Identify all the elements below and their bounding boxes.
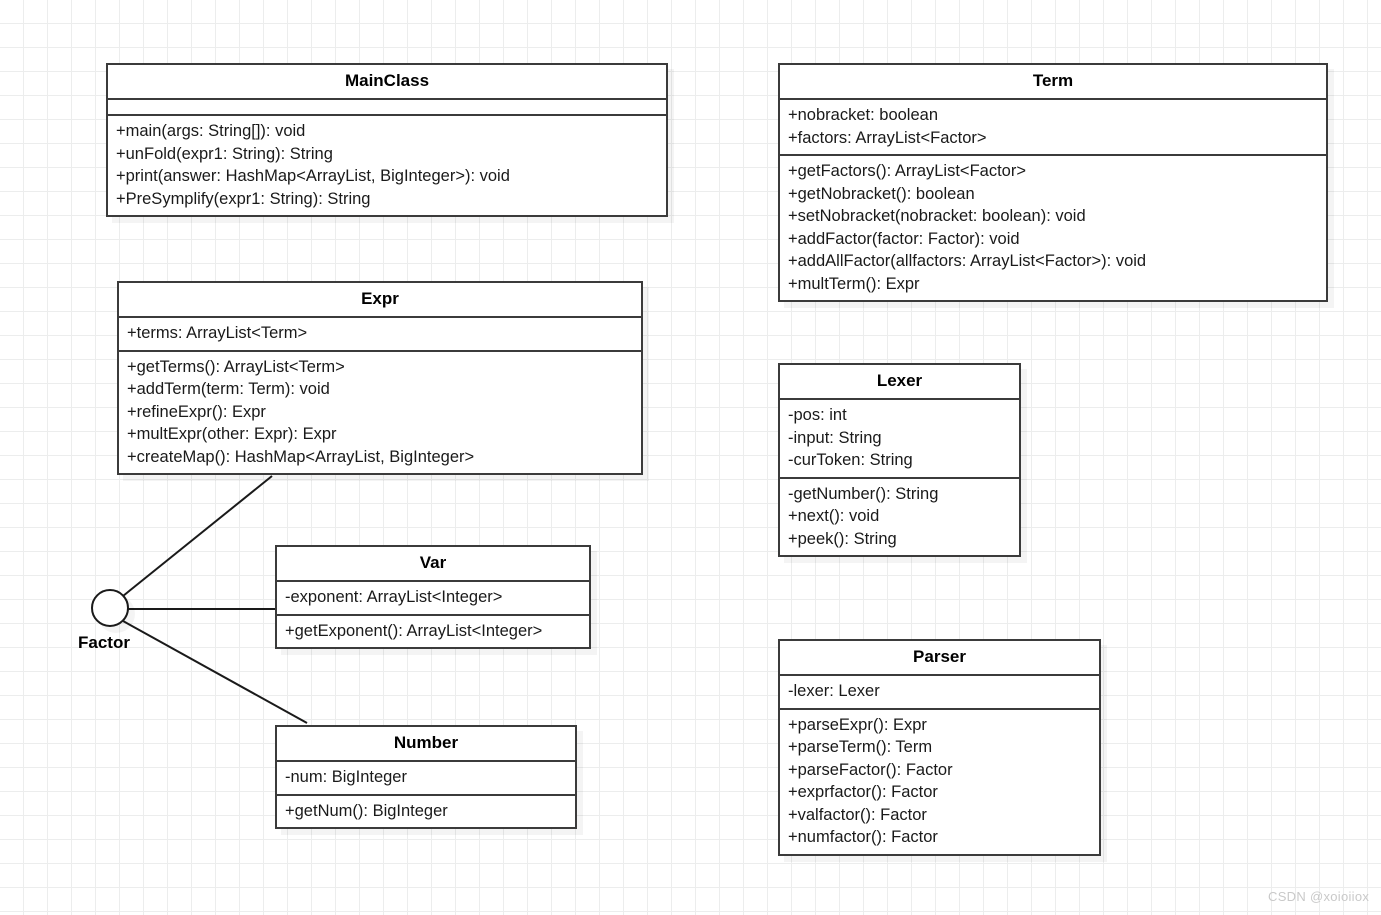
class-member: +peek(): String	[788, 529, 897, 548]
class-member: +valfactor(): Factor	[788, 805, 927, 824]
attributes-compartment-term: +nobracket: boolean +factors: ArrayList<…	[780, 98, 1326, 154]
class-member: +getNobracket(): boolean	[788, 184, 975, 203]
attributes-compartment-var: -exponent: ArrayList<Integer>	[277, 580, 589, 614]
class-member: +parseTerm(): Term	[788, 738, 933, 756]
class-title-parser: Parser	[913, 647, 966, 666]
watermark-text: CSDN @xoioiiox	[1268, 889, 1370, 904]
class-member: +PreSymplify(expr1: String): String	[116, 189, 371, 208]
methods-compartment-mainclass: +main(args: String[]): void +unFold(expr…	[108, 114, 666, 215]
uml-class-number[interactable]: Number -num: BigInteger +getNum(): BigIn…	[275, 725, 577, 829]
attributes-compartment-number: -num: BigInteger	[277, 760, 575, 794]
class-member: +parseExpr(): Expr	[788, 715, 927, 734]
class-member: -input: String	[788, 428, 882, 447]
class-title-var: Var	[419, 553, 447, 572]
class-member: +getTerms(): ArrayList<Term>	[127, 357, 345, 376]
class-member: -pos: int	[788, 406, 847, 424]
uml-class-expr[interactable]: Expr +terms: ArrayList<Term> +getTerms()…	[117, 281, 643, 475]
class-member: +main(args: String[]): void	[116, 122, 306, 140]
methods-compartment-term: +getFactors(): ArrayList<Factor> +getNob…	[780, 154, 1326, 300]
class-member: +setNobracket(nobracket: boolean): void	[788, 207, 1086, 225]
attributes-compartment-lexer: -pos: int -input: String -curToken: Stri…	[780, 398, 1019, 477]
uml-class-mainclass[interactable]: MainClass +main(args: String[]): void +u…	[106, 63, 668, 217]
methods-compartment-number: +getNum(): BigInteger	[277, 793, 575, 828]
methods-compartment-expr: +getTerms(): ArrayList<Term> +addTerm(te…	[119, 349, 641, 474]
class-title-term: Term	[1032, 71, 1074, 90]
class-title-number: Number	[393, 733, 459, 752]
uml-class-var[interactable]: Var -exponent: ArrayList<Integer> +getEx…	[275, 545, 591, 649]
class-member: +parseFactor(): Factor	[788, 760, 953, 779]
class-member: +multExpr(other: Expr): Expr	[127, 425, 337, 443]
class-member: +next(): void	[788, 507, 880, 525]
class-member: +getFactors(): ArrayList<Factor>	[788, 162, 1026, 180]
class-title-mainclass: MainClass	[344, 71, 430, 90]
class-member: +factors: ArrayList<Factor>	[788, 128, 987, 147]
interface-circle-factor[interactable]	[91, 589, 129, 627]
class-member: +print(answer: HashMap<ArrayList, BigInt…	[116, 167, 510, 185]
class-member: +exprfactor(): Factor	[788, 783, 938, 801]
class-member: +multTerm(): Expr	[788, 274, 920, 293]
uml-class-lexer[interactable]: Lexer -pos: int -input: String -curToken…	[778, 363, 1021, 557]
class-member: -exponent: ArrayList<Integer>	[285, 588, 503, 606]
uml-class-parser[interactable]: Parser -lexer: Lexer +parseExpr(): Expr …	[778, 639, 1101, 856]
methods-compartment-lexer: -getNumber(): String +next(): void +peek…	[780, 476, 1019, 556]
connector-factor-expr	[122, 475, 273, 597]
class-title-lexer: Lexer	[876, 371, 923, 390]
class-member: -num: BigInteger	[285, 768, 407, 786]
attributes-compartment-expr: +terms: ArrayList<Term>	[119, 316, 641, 350]
uml-class-term[interactable]: Term +nobracket: boolean +factors: Array…	[778, 63, 1328, 302]
methods-compartment-var: +getExponent(): ArrayList<Integer>	[277, 613, 589, 648]
class-member: +getNum(): BigInteger	[285, 801, 448, 820]
class-member: +createMap(): HashMap<ArrayList, BigInte…	[127, 447, 475, 466]
class-member: +numfactor(): Factor	[788, 828, 938, 846]
class-member: -curToken: String	[788, 451, 913, 469]
interface-label-factor: Factor	[78, 633, 130, 652]
class-member: +addTerm(term: Term): void	[127, 380, 330, 398]
attributes-compartment-mainclass	[108, 98, 666, 114]
class-member: +addFactor(factor: Factor): void	[788, 229, 1020, 248]
class-member: +unFold(expr1: String): String	[116, 144, 333, 163]
class-member: +terms: ArrayList<Term>	[127, 324, 308, 342]
class-member: +refineExpr(): Expr	[127, 402, 266, 421]
attributes-compartment-parser: -lexer: Lexer	[780, 674, 1099, 708]
class-member: +addAllFactor(allfactors: ArrayList<Fact…	[788, 252, 1147, 270]
class-member: -lexer: Lexer	[788, 682, 880, 700]
class-member: +nobracket: boolean	[788, 106, 938, 124]
methods-compartment-parser: +parseExpr(): Expr +parseTerm(): Term +p…	[780, 707, 1099, 854]
class-member: +getExponent(): ArrayList<Integer>	[285, 621, 543, 640]
class-member: -getNumber(): String	[788, 484, 939, 503]
class-title-expr: Expr	[361, 289, 399, 308]
